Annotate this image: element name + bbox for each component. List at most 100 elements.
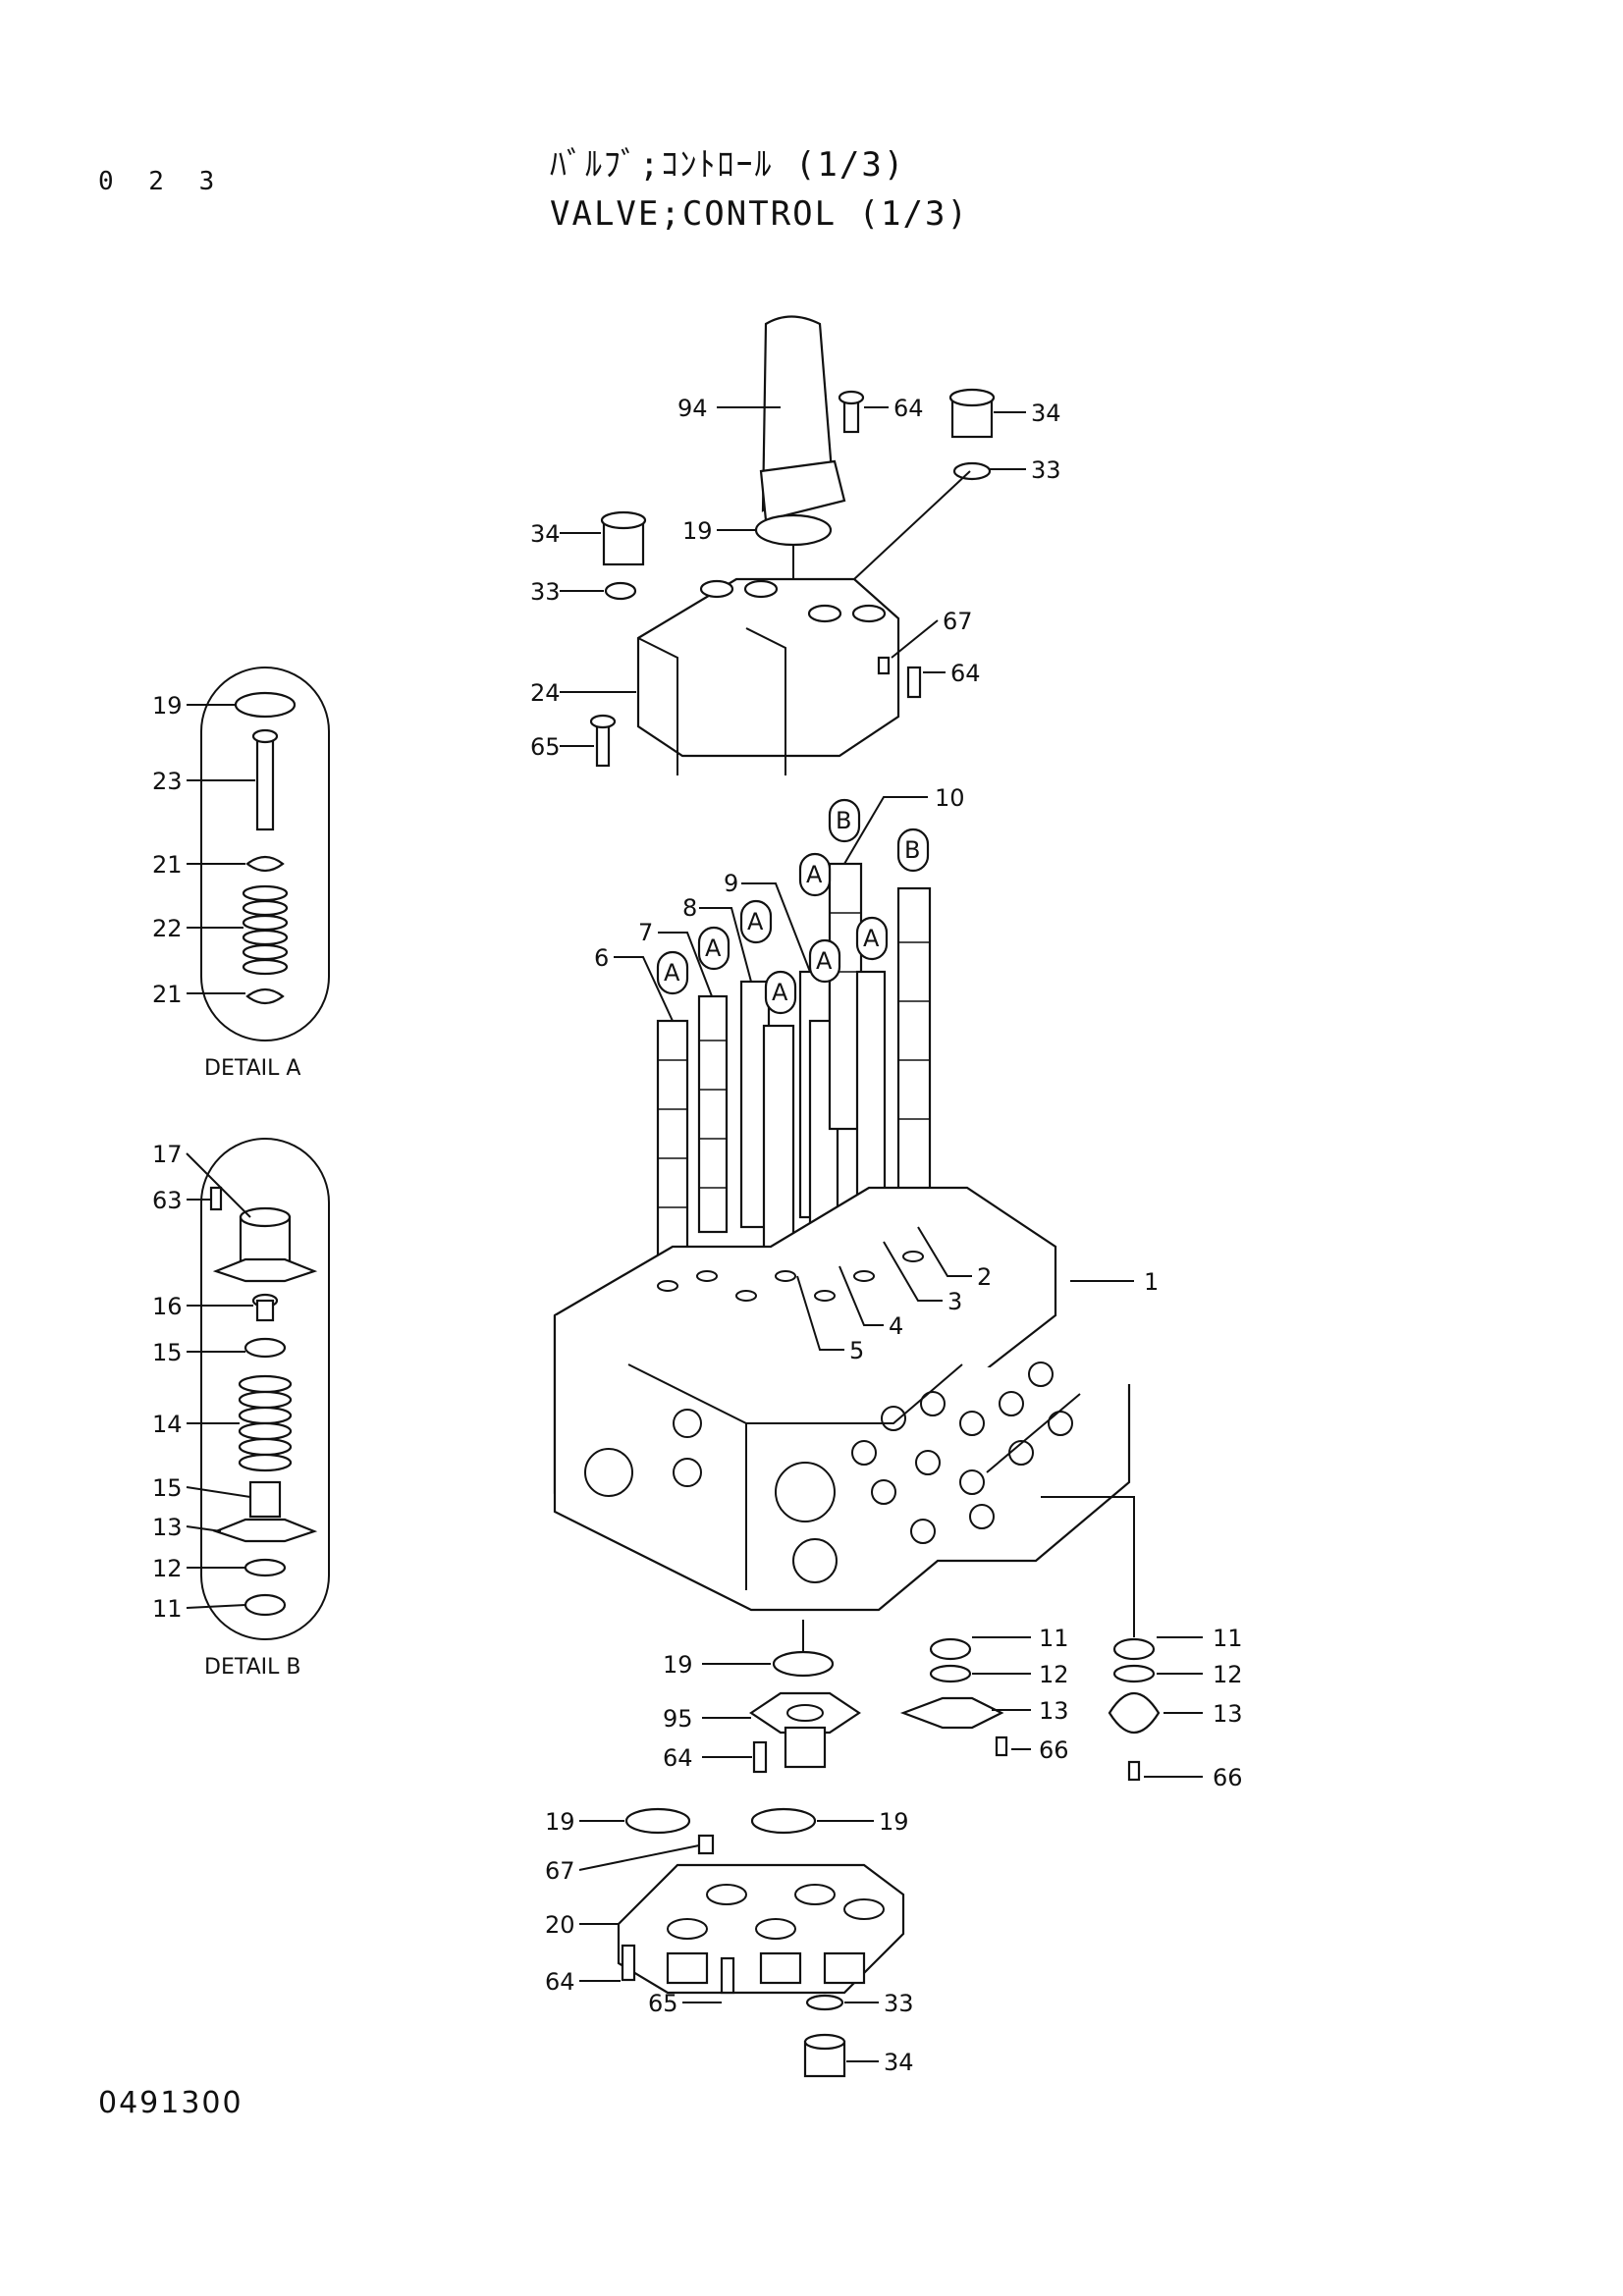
callout-67: 67	[545, 1857, 575, 1885]
callout-19: 19	[152, 692, 183, 720]
bottom-cover-95: 19 95 64	[663, 1620, 861, 1774]
svg-text:B: B	[904, 836, 920, 864]
housing-24	[636, 577, 900, 758]
lower-housing-20: 19 19 67 20 64 65 33 34	[545, 1807, 914, 2078]
o-ring-19-top	[754, 513, 833, 547]
o-ring-33-right	[952, 461, 992, 481]
callout-19: 19	[663, 1651, 693, 1679]
seal-11	[1112, 1637, 1156, 1661]
solenoid-flange	[212, 1257, 318, 1283]
callout-7: 7	[638, 919, 653, 946]
callout-65: 65	[648, 1990, 678, 2017]
callout-8: 8	[682, 894, 697, 922]
plate-13	[1108, 1692, 1161, 1734]
detail-a-label: DETAIL A	[204, 1056, 300, 1081]
callout-95: 95	[663, 1705, 693, 1733]
o-ring-19-left	[624, 1807, 691, 1835]
plug-67-top	[877, 656, 891, 675]
callout-23: 23	[152, 768, 183, 795]
callout-11: 11	[152, 1595, 183, 1623]
detail-a: 19 23 21 22 21 DETAIL A	[152, 667, 330, 1081]
callout-34: 34	[530, 520, 561, 548]
seat-15-top	[243, 1337, 287, 1359]
callout-21: 21	[152, 981, 183, 1008]
callout-11: 11	[1039, 1625, 1069, 1652]
plug-67	[697, 1834, 715, 1855]
callout-33: 33	[530, 578, 561, 606]
spring-14	[238, 1374, 293, 1472]
seal-11	[243, 1593, 287, 1617]
bolt-64-side	[906, 666, 922, 699]
callout-34: 34	[1031, 400, 1061, 427]
page-number: 0 2 3	[98, 167, 225, 196]
spool-leaders: 6 7 8 9 10	[594, 784, 965, 1022]
o-ring-33-left	[604, 581, 637, 601]
plate-13	[899, 1696, 1004, 1730]
balloon-a	[656, 950, 689, 995]
callout-64: 64	[893, 395, 924, 422]
callout-2: 2	[977, 1263, 992, 1291]
detail-a-frame	[200, 667, 330, 1041]
callout-15: 15	[152, 1339, 183, 1366]
svg-text:A: A	[806, 861, 823, 888]
svg-text:B: B	[836, 807, 851, 834]
o-ring-19	[234, 691, 297, 719]
callout-1: 1	[1144, 1268, 1159, 1296]
detail-b-frame	[200, 1138, 330, 1640]
callout-14: 14	[152, 1411, 183, 1438]
callout-66: 66	[1213, 1764, 1243, 1791]
plate-13	[212, 1518, 318, 1543]
callout-12: 12	[152, 1555, 183, 1582]
balloon-a	[697, 926, 730, 971]
bolt-65	[720, 1956, 735, 1995]
side-plate-left: 11 12 13 66	[899, 1625, 1069, 1764]
detail-b: 17 63 16 15 14 15 13 12 11 DETAIL B	[152, 1138, 330, 1680]
callout-19: 19	[545, 1808, 575, 1836]
spool-7	[697, 994, 729, 1234]
seal-11	[929, 1637, 972, 1661]
spool-5	[762, 1024, 795, 1263]
svg-text:A: A	[747, 908, 764, 935]
callout-13: 13	[1039, 1697, 1069, 1725]
callout-15: 15	[152, 1474, 183, 1502]
callout-12: 12	[1213, 1661, 1243, 1688]
screw-63	[209, 1186, 223, 1211]
callout-16: 16	[152, 1293, 183, 1320]
svg-text:A: A	[772, 979, 788, 1006]
o-ring-12	[243, 1558, 287, 1577]
callout-17: 17	[152, 1141, 183, 1168]
callout-65: 65	[530, 733, 561, 761]
callout-66: 66	[1039, 1736, 1069, 1764]
callout-22: 22	[152, 915, 183, 942]
balloon-a	[855, 916, 889, 961]
callout-64: 64	[545, 1968, 575, 1996]
svg-text:A: A	[816, 947, 833, 975]
callout-19: 19	[682, 517, 713, 545]
spool-2	[896, 886, 932, 1224]
callout-34: 34	[884, 2049, 914, 2076]
bolt-64	[621, 1944, 636, 1982]
spool-6	[656, 1019, 689, 1258]
callout-11: 11	[1213, 1625, 1243, 1652]
spool-3	[855, 970, 887, 1219]
o-ring-19	[772, 1650, 835, 1678]
callout-24: 24	[530, 679, 561, 707]
callout-94: 94	[677, 395, 708, 422]
balloon-b	[896, 828, 930, 873]
callout-67: 67	[943, 608, 973, 635]
callout-21: 21	[152, 851, 183, 879]
balloon-a	[739, 899, 773, 944]
balloon-a	[764, 970, 797, 1015]
callout-6: 6	[594, 944, 609, 972]
balloon-b	[828, 798, 861, 843]
bracket-94	[761, 315, 834, 512]
svg-text:A: A	[863, 925, 880, 952]
detail-b-label: DETAIL B	[204, 1655, 300, 1680]
balloons: A A A A A A B A B	[656, 798, 930, 1015]
callout-64: 64	[950, 660, 981, 687]
o-ring-19-right	[750, 1807, 817, 1835]
o-ring-12	[1112, 1664, 1156, 1683]
callout-5: 5	[849, 1337, 864, 1364]
callout-19: 19	[879, 1808, 909, 1836]
